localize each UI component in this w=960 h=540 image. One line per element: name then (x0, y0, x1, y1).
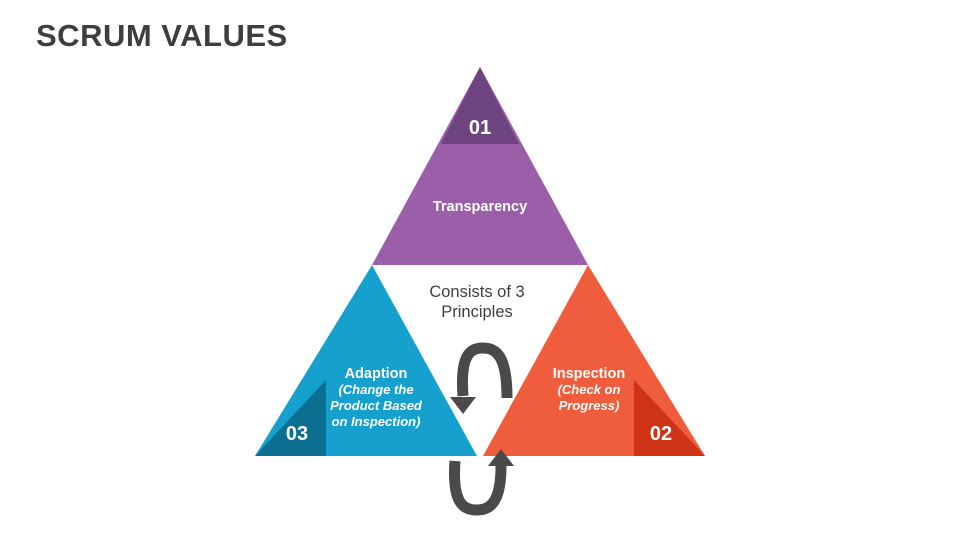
segment-left-accent-wedge (255, 380, 326, 456)
segment-left-subtitle-line2: Product Based (330, 398, 423, 413)
curved-arrow-up-right-icon (449, 449, 514, 516)
segment-right-accent-wedge (634, 380, 705, 456)
segment-right-subtitle-line2: Progress) (559, 398, 620, 413)
segment-top-accent-wedge (441, 67, 519, 144)
segment-top-body[interactable] (372, 67, 588, 265)
center-text-line2: Principles (441, 303, 513, 321)
segment-top-number: 01 (469, 117, 491, 139)
segment-right-number: 02 (650, 423, 672, 445)
segment-top-name: Transparency (433, 199, 527, 215)
curved-arrow-down-left-icon (450, 342, 513, 414)
segment-left-subtitle-line3: on Inspection) (332, 414, 421, 429)
segment-left-number: 03 (286, 423, 308, 445)
segment-left-subtitle-line1: (Change the (338, 382, 413, 397)
segment-left-name: Adaption (345, 366, 408, 382)
center-text-line1: Consists of 3 (429, 283, 524, 301)
segment-right-subtitle-line1: (Check on (558, 382, 621, 397)
segment-right-name: Inspection (553, 366, 626, 382)
page-title: SCRUM VALUES (36, 18, 288, 53)
